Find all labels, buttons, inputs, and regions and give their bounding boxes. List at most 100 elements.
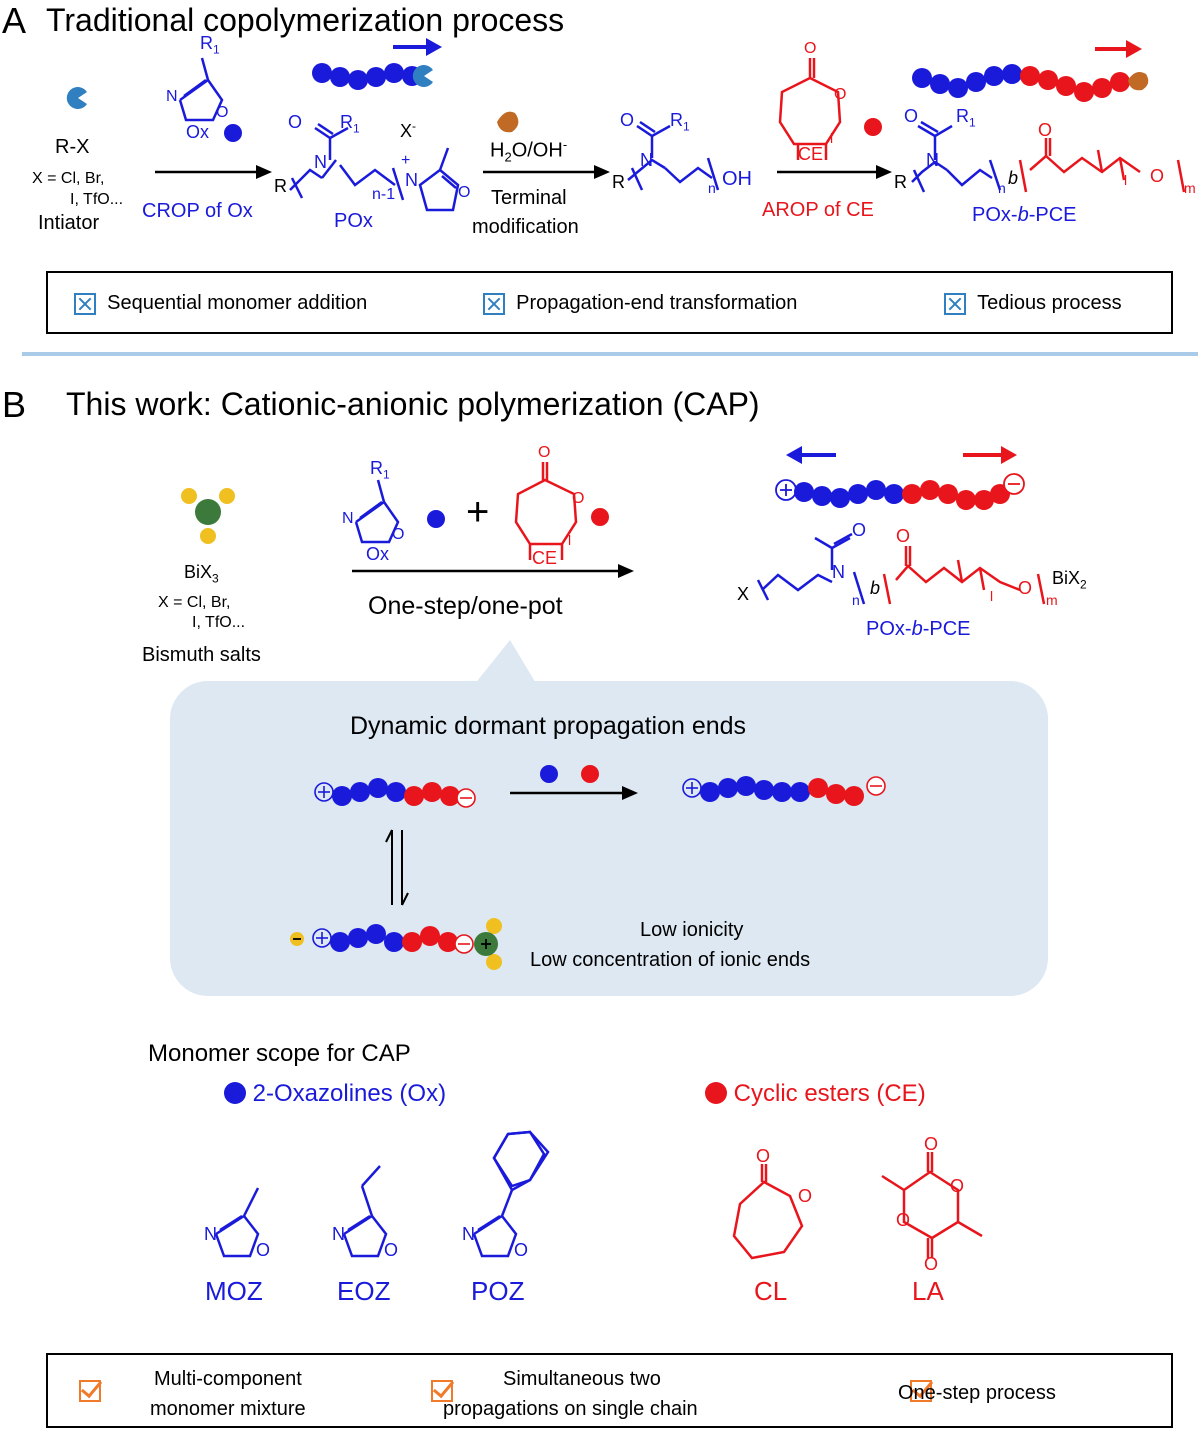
moz-o-atom: O [256, 1240, 271, 1260]
monomer-la: LA [912, 1276, 944, 1306]
initiator-x-line1: X = Cl, Br, [32, 170, 105, 187]
check-icon [431, 1380, 454, 1402]
panel-a-letter: A [2, 0, 27, 41]
drawback-sequential: Sequential monomer addition [74, 292, 367, 315]
bi-caption: Bismuth salts [142, 644, 261, 666]
pox-n-atom-a: N [314, 152, 327, 172]
eoz-o-atom: O [384, 1240, 399, 1260]
pox-oh-r-atom: R [612, 172, 625, 192]
ce-family-dot-icon [705, 1082, 727, 1104]
crop-label: CROP of Ox [142, 200, 253, 222]
pox-nplus-atom: N [405, 170, 418, 190]
product-n-atom-b: N [832, 562, 845, 582]
pox-oh-structure [627, 120, 720, 191]
product-o-atom-a: O [904, 106, 919, 126]
product-ester-o-a: O [1150, 166, 1165, 186]
monomer-eoz: EOZ [337, 1276, 391, 1306]
product-m-sub-b: m [1046, 592, 1058, 608]
equilibrium-arrows [385, 829, 409, 906]
ox-family-dot-icon [224, 1082, 246, 1104]
bubble-pointer [470, 640, 540, 690]
cl-ring-o: O [798, 1186, 813, 1206]
ce-ring-o-atom-b: O [572, 490, 585, 507]
product-label-a: POx-b-PCE [972, 204, 1077, 226]
ce-label-b: CE [532, 548, 558, 568]
ox-n-atom-b: N [342, 510, 354, 527]
advantage-multi-line1: Multi-component [154, 1368, 302, 1390]
product-n-atom-a: N [926, 150, 939, 170]
bismuth-salt-icon [181, 488, 235, 544]
ox-ring-a [178, 57, 224, 122]
ox-o-atom-a: O [216, 104, 229, 121]
ox-family-label: 2-Oxazolines (Ox) [224, 1080, 446, 1108]
pox-structure-a [289, 122, 460, 212]
poz-n-atom: N [462, 1224, 475, 1244]
scope-title: Monomer scope for CAP [148, 1040, 411, 1067]
pox-oh-o-atom: O [620, 110, 635, 130]
pox-block-structure-b [756, 532, 866, 605]
ox-label-b: Ox [366, 544, 390, 564]
chain-dormant-left [314, 778, 476, 808]
product-b-label-b: b [870, 578, 881, 598]
initiator-x-line2: I, TfO... [70, 191, 124, 208]
la-structure [881, 1152, 983, 1258]
pox-chain-a [312, 63, 433, 90]
product-bix-b: BiX2 [1052, 568, 1087, 592]
pox-ring-o-atom: O [458, 184, 471, 201]
pox-oh-r1: R1 [670, 110, 690, 134]
chain-dormant-right [682, 776, 886, 806]
monomer-moz: MOZ [205, 1276, 263, 1306]
advantage-onestep: One-step process [898, 1382, 1056, 1404]
product-x-b: X [737, 584, 750, 604]
cl-carbonyl-o: O [756, 1146, 771, 1166]
product-m-sub-a: m [1184, 180, 1196, 196]
pox-plus-sign: + [401, 152, 411, 169]
product-r1-a: R1 [956, 106, 976, 130]
product-r-atom-a: R [894, 172, 907, 192]
la-top-o: O [924, 1134, 939, 1154]
ce-monomer-dot-b [591, 508, 609, 526]
check-icon [909, 1380, 932, 1402]
poz-o-atom: O [514, 1240, 529, 1260]
pox-oh-n-atom: N [640, 150, 653, 170]
panel-b-title: This work: Cationic-anionic polymerizati… [66, 386, 760, 422]
la-bottom-o: O [924, 1254, 939, 1274]
ox-dot-bubble [540, 765, 558, 783]
terminal-line1: Terminal [491, 187, 567, 209]
pox-r1-a: R1 [340, 112, 360, 136]
pce-block-structure-b [882, 546, 1046, 605]
pox-r-atom-a: R [274, 176, 287, 196]
product-l-sub-b: l [990, 588, 994, 604]
ce-family-label: Cyclic esters (CE) [705, 1080, 926, 1108]
ce-ring-b [514, 462, 578, 560]
ox-o-atom-b: O [392, 526, 405, 543]
product-n-sub-b: n [852, 592, 860, 608]
product-n-sub-a: n [998, 180, 1006, 196]
process-label: One-step/one-pot [368, 592, 563, 620]
x-checkbox-icon [944, 292, 966, 315]
ce-ring-o-atom-a: O [834, 86, 847, 103]
ox-n-atom-a: N [166, 88, 178, 105]
pox-pce-chain-a [912, 64, 1149, 102]
dormant-ends-bubble [170, 681, 1048, 996]
pox-o-atom-a: O [288, 112, 303, 132]
advantage-simul-line2: propagations on single chain [443, 1398, 698, 1420]
pox-block-structure-a [911, 120, 1002, 193]
section-divider [22, 352, 1198, 356]
ox-r1-a: R1 [200, 33, 220, 57]
la-left-o: O [896, 1210, 911, 1230]
initiator-pacman-icon [66, 87, 87, 110]
low-ionicity: Low ionicity [640, 919, 744, 941]
product-l-sub-a: l [1124, 172, 1128, 188]
ce-o-atom-b: O [538, 444, 551, 461]
panel-a-title: Traditional copolymerization process [46, 2, 565, 38]
bi-label: BiX3 [184, 562, 219, 586]
x-checkbox-icon [483, 292, 505, 315]
product-carbonyl-o-a: O [1038, 120, 1053, 140]
ox-ring-b [354, 479, 400, 544]
ox-monomer-dot-a [224, 124, 242, 142]
moz-n-atom: N [204, 1224, 217, 1244]
